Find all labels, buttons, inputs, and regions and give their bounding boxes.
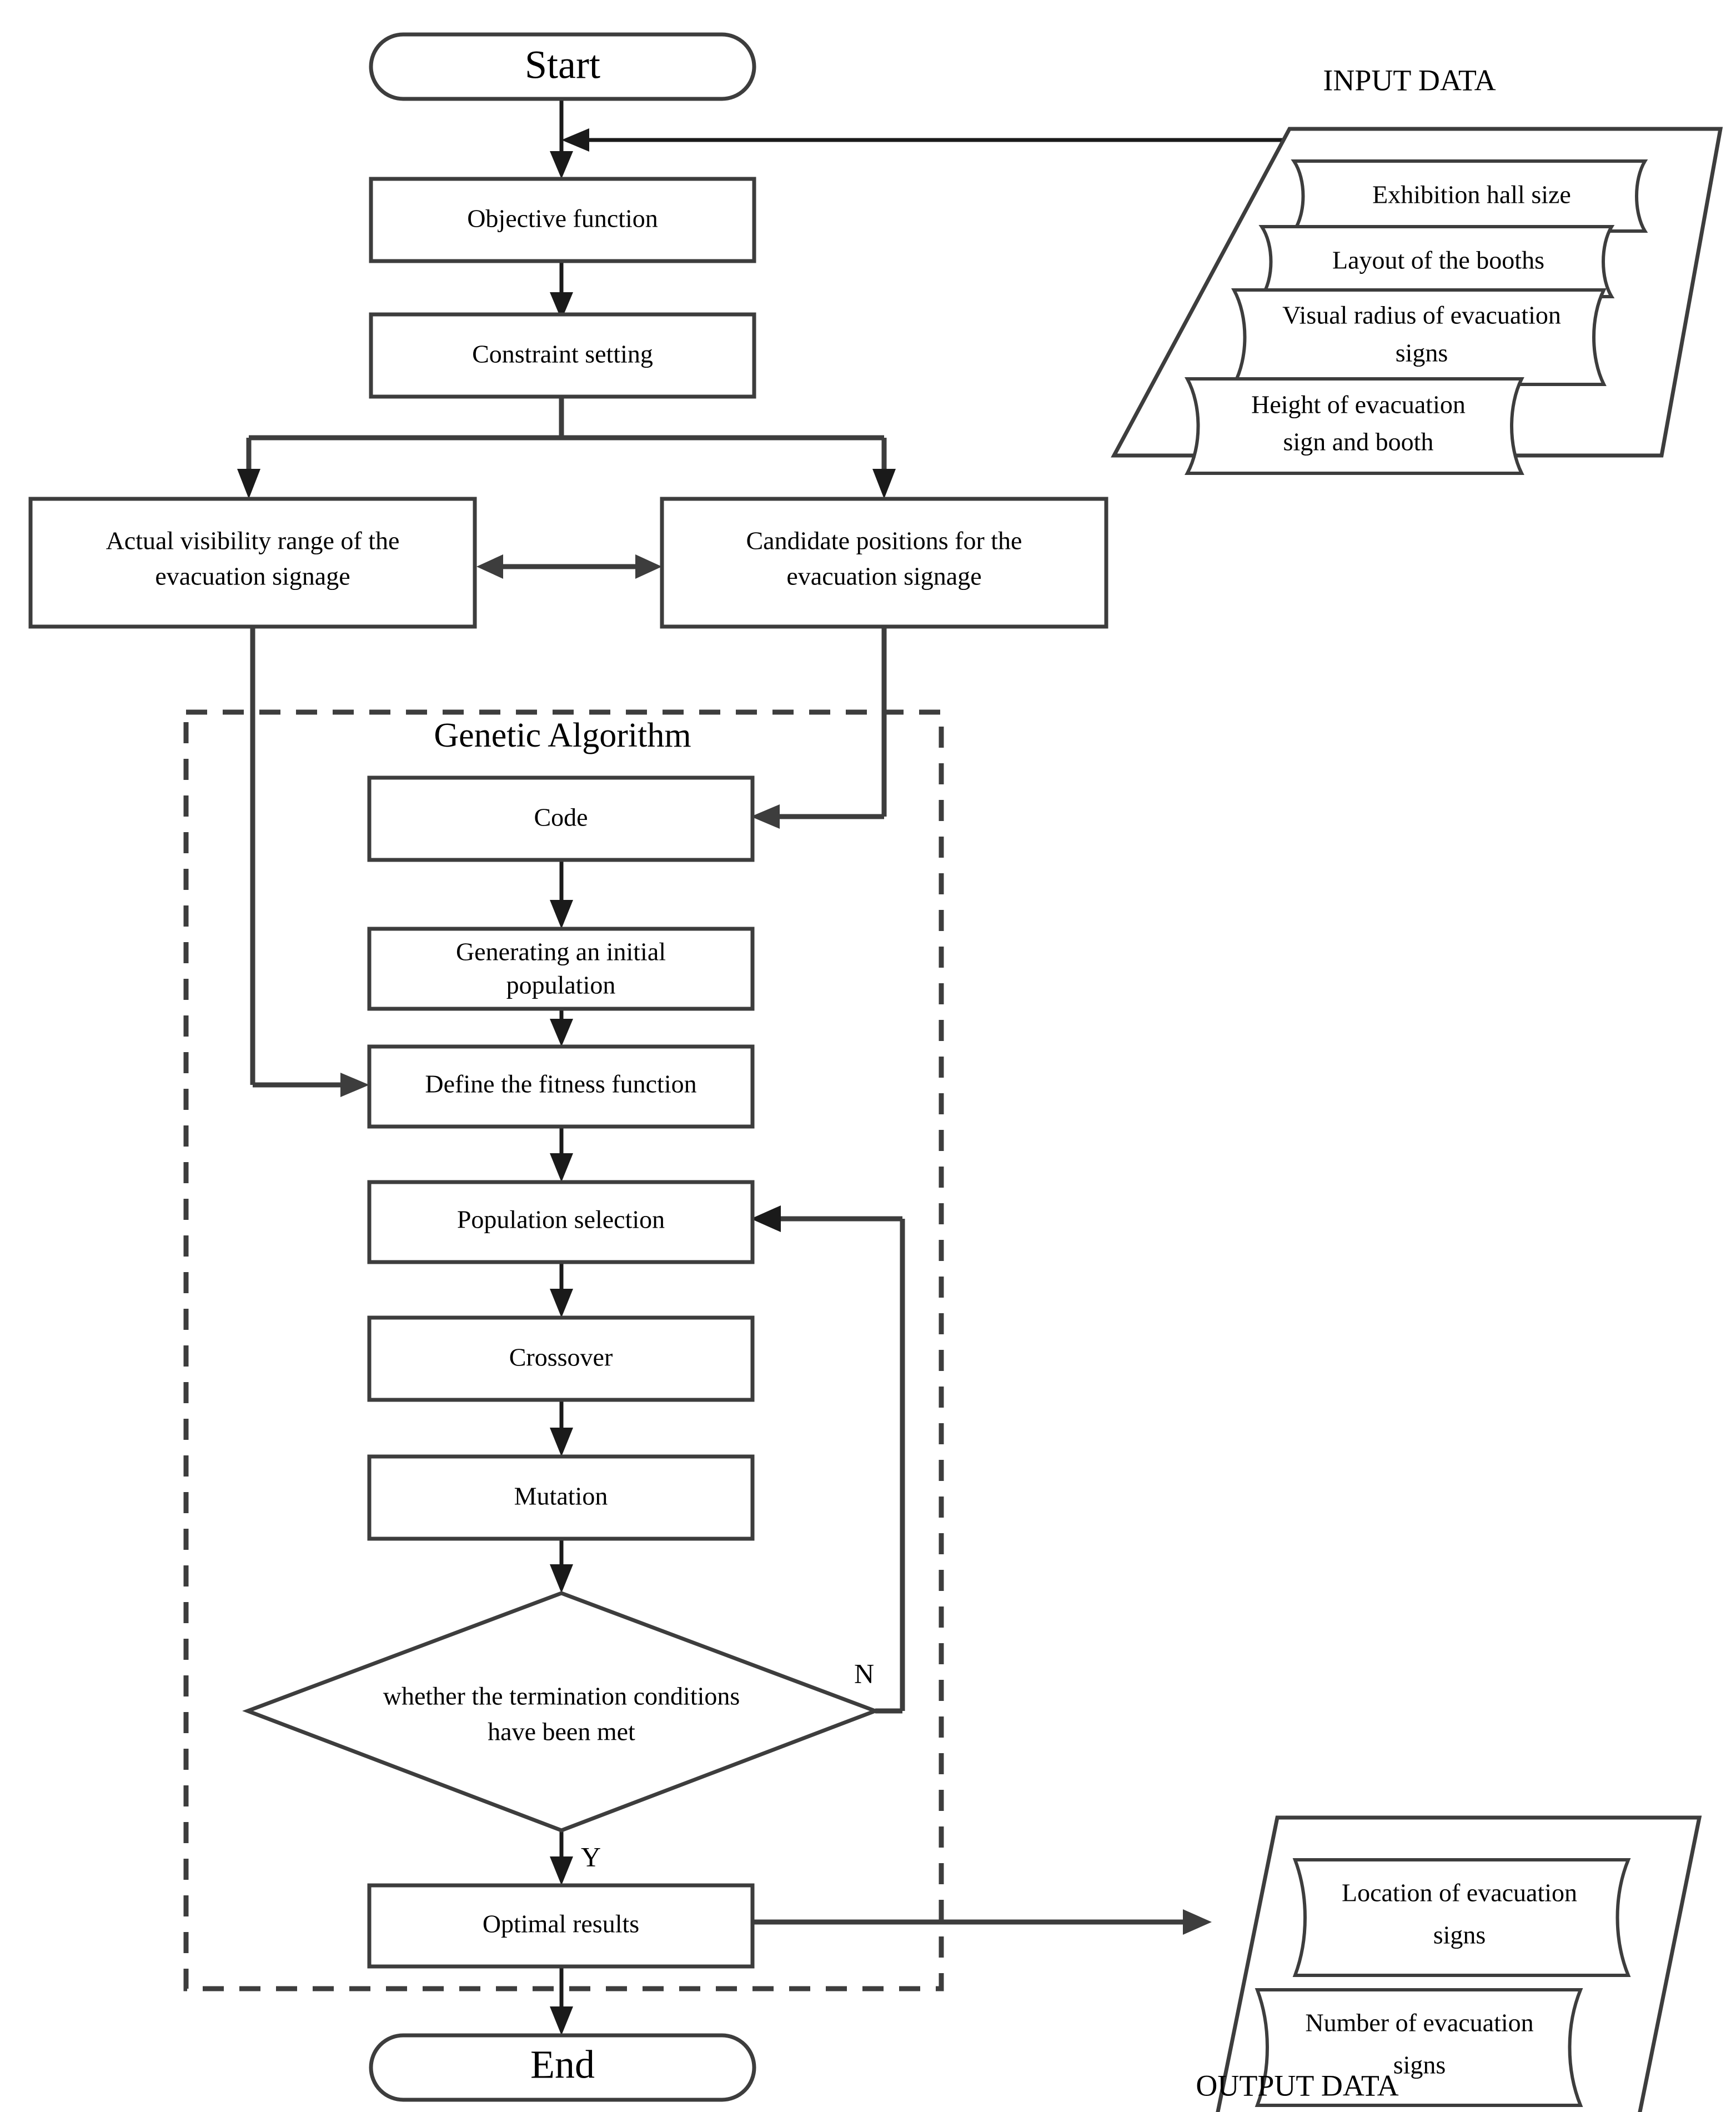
node-start-label: Start xyxy=(525,43,600,87)
node-define-fitness-function[interactable]: Define the fitness function xyxy=(367,1044,755,1129)
node-termination-decision-line2: have been met xyxy=(488,1718,635,1746)
edge-candidate-to-code xyxy=(751,627,887,829)
genetic-algorithm-group-border xyxy=(183,709,944,1991)
node-termination-decision[interactable]: whether the termination conditions have … xyxy=(242,1591,881,1833)
node-candidate-positions-line1: Candidate positions for the xyxy=(746,527,1022,555)
edge-population-to-fitness xyxy=(550,1007,573,1047)
input-data-item-2: Layout of the booths xyxy=(1258,225,1615,298)
genetic-algorithm-title: Genetic Algorithm xyxy=(434,717,691,754)
node-define-fitness-function-label: Define the fitness function xyxy=(425,1070,696,1098)
edge-results-to-output xyxy=(751,1909,1212,1935)
input-data-item-3: Visual radius of evacuation signs xyxy=(1231,288,1607,386)
branch-label-no: N xyxy=(854,1658,874,1689)
node-objective-function[interactable]: Objective function xyxy=(369,177,756,263)
node-end-label: End xyxy=(530,2043,595,2087)
node-actual-visibility-range-line1: Actual visibility range of the xyxy=(106,527,400,555)
input-data-title: INPUT DATA xyxy=(1323,63,1496,97)
output-data-item-2: Number of evacuation signs xyxy=(1255,1988,1583,2107)
node-optimal-results[interactable]: Optimal results xyxy=(367,1883,755,1969)
node-crossover[interactable]: Crossover xyxy=(367,1315,755,1402)
input-data-item-4-line1: Height of evacuation xyxy=(1251,391,1466,419)
node-candidate-positions-line2: evacuation signage xyxy=(786,562,981,590)
edge-selection-to-crossover xyxy=(550,1260,573,1318)
node-constraint-setting[interactable]: Constraint setting xyxy=(369,312,756,399)
output-data-title: OUTPUT DATA xyxy=(1196,2069,1398,2102)
output-data-item-1: Location of evacuation signs xyxy=(1292,1858,1631,1977)
output-data-item-2-line2: signs xyxy=(1393,2051,1446,2079)
node-termination-decision-line1: whether the termination conditions xyxy=(383,1682,740,1710)
edge-mutation-to-decision xyxy=(550,1537,573,1593)
node-code-label: Code xyxy=(534,803,588,832)
edge-constraint-split xyxy=(237,396,896,499)
edge-visibility-to-fitness xyxy=(250,627,369,1097)
output-data-panel: Location of evacuation signs Number of e… xyxy=(1216,1815,1702,2112)
node-generating-initial-population-line2: population xyxy=(506,971,616,999)
node-candidate-positions[interactable]: Candidate positions for the evacuation s… xyxy=(660,497,1108,629)
node-actual-visibility-range[interactable]: Actual visibility range of the evacuatio… xyxy=(28,497,477,629)
input-data-panel: Exhibition hall size Layout of the booth… xyxy=(1111,127,1723,475)
node-crossover-label: Crossover xyxy=(509,1343,613,1372)
input-data-item-4-line2: sign and booth xyxy=(1283,428,1434,456)
node-mutation[interactable]: Mutation xyxy=(367,1454,755,1541)
node-population-selection-label: Population selection xyxy=(457,1205,665,1234)
edge-results-to-end xyxy=(550,1966,573,2035)
edge-crossover-to-mutation xyxy=(550,1399,573,1457)
node-generating-initial-population[interactable]: Generating an initial population xyxy=(367,927,755,1011)
node-optimal-results-label: Optimal results xyxy=(483,1910,639,1938)
edge-decision-no-loop xyxy=(751,1205,905,1714)
input-data-item-2-line1: Layout of the booths xyxy=(1332,246,1544,274)
input-data-item-1: Exhibition hall size xyxy=(1291,159,1648,233)
edge-start-to-objective xyxy=(550,99,573,179)
edge-fitness-to-selection xyxy=(550,1124,573,1182)
edge-code-to-population xyxy=(550,860,573,929)
node-population-selection[interactable]: Population selection xyxy=(367,1180,755,1264)
output-data-item-2-line1: Number of evacuation xyxy=(1305,2009,1533,2037)
node-actual-visibility-range-line2: evacuation signage xyxy=(155,562,350,590)
output-data-item-1-line2: signs xyxy=(1433,1921,1486,1949)
branch-label-yes: Y xyxy=(581,1841,601,1872)
node-objective-function-label: Objective function xyxy=(467,204,658,233)
input-data-item-3-line1: Visual radius of evacuation xyxy=(1282,301,1561,329)
node-code[interactable]: Code xyxy=(367,775,755,862)
output-data-item-1-line1: Location of evacuation xyxy=(1342,1879,1577,1907)
node-generating-initial-population-line1: Generating an initial xyxy=(456,938,666,966)
edge-decision-yes-to-results xyxy=(550,1830,573,1885)
input-data-item-1-line1: Exhibition hall size xyxy=(1372,181,1571,209)
node-constraint-setting-label: Constraint setting xyxy=(472,340,653,368)
node-mutation-label: Mutation xyxy=(514,1482,608,1510)
edge-visibility-candidate-bidirectional xyxy=(476,554,662,579)
edge-objective-to-constraint xyxy=(550,260,573,320)
node-start[interactable]: Start xyxy=(369,32,756,101)
input-data-item-4: Height of evacuation sign and booth xyxy=(1184,377,1524,475)
input-data-item-3-line2: signs xyxy=(1396,339,1448,367)
node-end[interactable]: End xyxy=(369,2033,756,2102)
edge-input-to-flow xyxy=(561,128,1338,152)
